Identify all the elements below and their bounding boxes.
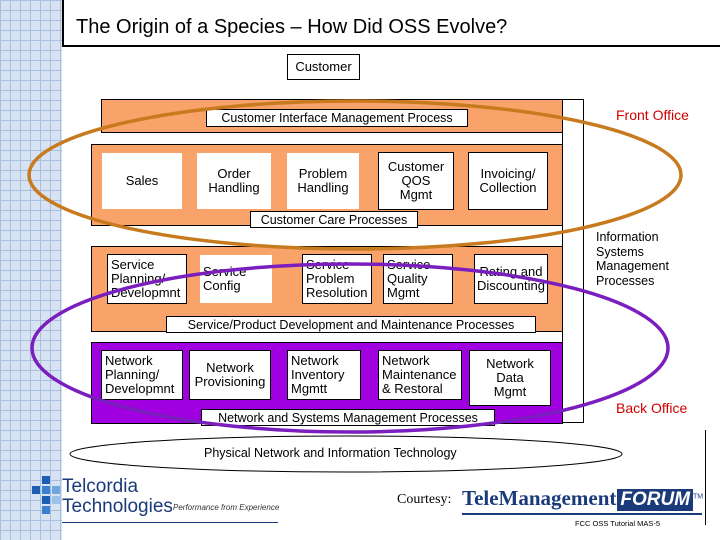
tmforum-tm: TM	[693, 493, 704, 501]
cim-label: Customer Interface Management Process	[206, 109, 468, 127]
info-systems-label: Information Systems Management Processes	[596, 230, 669, 288]
network-inventory-box: Network Inventory Mgmtt	[287, 350, 361, 400]
courtesy-label: Courtesy:	[397, 492, 452, 507]
tmforum-part1: TeleManagement	[462, 486, 617, 510]
service-config-box: Service Config	[199, 254, 273, 304]
invoicing-box: Invoicing/ Collection	[468, 152, 548, 210]
top-rule	[62, 45, 720, 47]
bottom-rule	[62, 522, 278, 523]
service-quality-box: Service Quality Mgmt	[383, 254, 453, 304]
front-office-label: Front Office	[616, 107, 689, 123]
tmforum-part2: FORUM	[617, 489, 694, 511]
sales-box: Sales	[101, 152, 183, 210]
customer-qos-box: Customer QOS Mgmt	[378, 152, 454, 210]
telcordia-tagline: Performance from Experience	[173, 503, 280, 512]
customer-care-label: Customer Care Processes	[250, 211, 418, 228]
telcordia-line2: Technologies	[62, 496, 173, 517]
left-rule	[62, 0, 64, 46]
physical-network-ellipse	[69, 435, 623, 473]
network-planning-box: Network Planning/ Developmnt	[101, 350, 183, 400]
rating-box: Rating and Discounting	[474, 254, 548, 304]
physical-network-label: Physical Network and Information Technol…	[204, 446, 457, 460]
telcordia-logo-mark	[32, 476, 60, 514]
back-office-ring	[30, 262, 670, 434]
customer-box: Customer	[287, 54, 360, 80]
back-office-label: Back Office	[616, 400, 688, 416]
network-data-box: Network Data Mgmt	[469, 350, 551, 406]
footer-label: FCC OSS Tutorial MAS-5	[575, 519, 661, 528]
order-handling-box: Order Handling	[196, 152, 272, 210]
network-provisioning-box: Network Provisioning	[189, 350, 271, 400]
network-label: Network and Systems Management Processes	[201, 409, 495, 426]
problem-handling-box: Problem Handling	[286, 152, 360, 210]
footer-rule	[705, 430, 706, 525]
telcordia-logo: Telcordia Technologies Performance from …	[28, 474, 288, 524]
telcordia-line1: Telcordia	[62, 476, 139, 497]
front-office-ring	[27, 99, 683, 251]
tmforum-rule	[462, 513, 702, 515]
left-blue-strip	[0, 0, 62, 540]
service-label: Service/Product Development and Maintena…	[166, 316, 536, 333]
page-title: The Origin of a Species – How Did OSS Ev…	[76, 16, 508, 38]
network-maintenance-box: Network Maintenance & Restoral	[378, 350, 462, 400]
